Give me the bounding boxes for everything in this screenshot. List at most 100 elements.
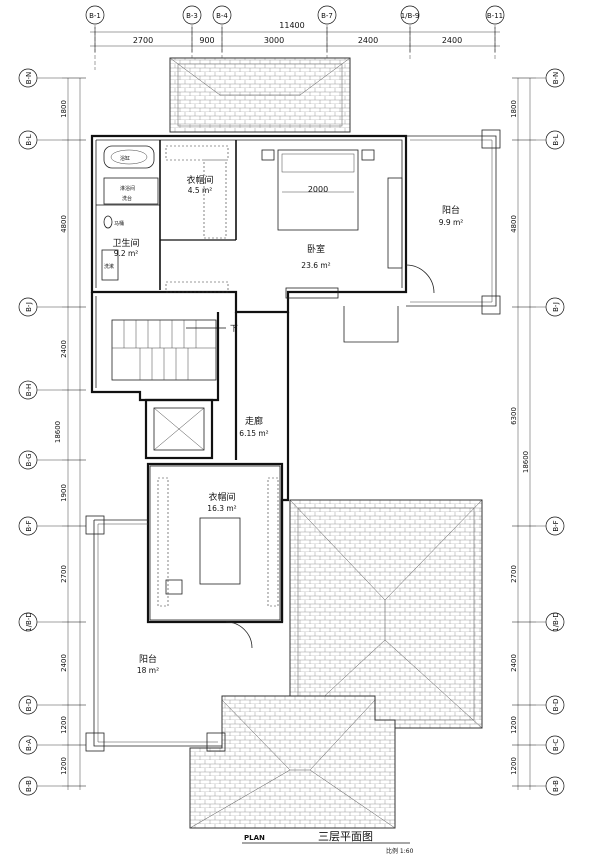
left-dimension-chain: 1800 4800 2400 18600 1900 2700 2400 1200… [54, 77, 86, 790]
svg-text:B-D: B-D [25, 699, 33, 712]
axis-bubble-right-4: B-F [536, 516, 565, 536]
svg-text:B-L: B-L [552, 134, 560, 145]
bathroom-name: 卫生间 [112, 237, 139, 249]
axis-bubble-left-6: B-F [18, 516, 62, 536]
shower-label: 淋浴间 [120, 185, 135, 192]
closet-large-area: 16.3 m² [207, 504, 236, 513]
west-balcony [85, 515, 253, 752]
interior-partitions [96, 140, 237, 293]
svg-text:B-D: B-D [552, 699, 560, 712]
left-dim-5: 2700 [60, 565, 68, 583]
corridor-area: 6.15 m² [239, 429, 268, 438]
axis-bubble-top-5: 1/B-9 [400, 5, 420, 60]
scale-label: 比例 1:60 [386, 847, 414, 855]
svg-text:B-J: B-J [25, 302, 33, 312]
axis-bubble-right-6: B-D [536, 695, 565, 715]
corridor-name: 走廊 [245, 415, 263, 427]
axis-bubble-right-5: 1/B-D [536, 612, 565, 632]
svg-text:B-C: B-C [552, 739, 560, 751]
left-axis-bubbles: B-N B-L B-J B-H B-G B-F 1/B-D B-D B-A B-… [18, 68, 62, 796]
svg-text:1/B-9: 1/B-9 [401, 12, 420, 20]
svg-text:B-L: B-L [25, 134, 33, 145]
axis-bubble-left-2: B-L [18, 130, 62, 150]
left-dim-total: 18600 [54, 421, 62, 443]
right-axis-bubbles: B-N B-L B-J B-F 1/B-D B-D B-C B-B [536, 68, 565, 796]
balcony-east-area: 9.9 m² [439, 218, 464, 227]
top-dim-4: 2400 [358, 36, 378, 45]
axis-bubble-top-2: B-3 [182, 5, 202, 60]
axis-bubble-top-6: B-11 [485, 5, 505, 60]
right-dimension-chain: 1800 4800 6300 18600 2700 2400 1200 1200 [510, 77, 536, 790]
axis-bubble-top-4: B-7 [317, 5, 337, 60]
svg-text:1/B-D: 1/B-D [552, 612, 560, 632]
axis-bubble-right-1: B-N [536, 68, 565, 88]
svg-text:B-N: B-N [552, 72, 560, 85]
svg-text:B-F: B-F [25, 520, 33, 531]
left-dim-8: 1200 [60, 757, 68, 775]
left-dim-1: 1800 [60, 100, 68, 118]
top-dim-1: 2700 [133, 36, 153, 45]
closet-small-name: 衣帽间 [186, 174, 213, 186]
right-roof [289, 499, 483, 729]
axis-bubble-left-5: B-G [18, 450, 62, 470]
vanity-label: 洗漱 [104, 263, 114, 270]
closet-large-name: 衣帽间 [208, 491, 235, 503]
top-total-dimension: 11400 [279, 21, 304, 30]
svg-text:B-A: B-A [25, 739, 33, 751]
top-dim-5: 2400 [442, 36, 462, 45]
bath-label: 浴缸 [120, 155, 130, 162]
right-dim-6: 1200 [510, 716, 518, 734]
right-dim-2: 4800 [510, 215, 518, 233]
balcony-east-name: 阳台 [442, 204, 460, 216]
right-dim-5: 2400 [510, 654, 518, 672]
closet-island [157, 477, 279, 607]
plan-label: PLAN [244, 834, 265, 842]
bedroom-name: 卧室 [307, 243, 325, 255]
axis-bubble-left-10: B-B [18, 776, 62, 796]
toilet-label: 马桶 [114, 220, 124, 227]
bed-dimension: 2000 [308, 185, 328, 194]
left-dim-4: 1900 [60, 484, 68, 502]
bathroom-fixtures: 淋浴间 洗台 浴缸 马桶 洗漱 [101, 145, 159, 281]
svg-text:B-H: B-H [25, 384, 33, 397]
svg-text:B-N: B-N [25, 72, 33, 85]
closet-small-area: 4.5 m² [188, 186, 213, 195]
right-dim-7: 1200 [510, 757, 518, 775]
left-dim-2: 4800 [60, 215, 68, 233]
svg-text:B-7: B-7 [321, 12, 333, 20]
axis-bubble-right-2: B-L [536, 130, 565, 150]
axis-bubble-left-8: B-D [18, 695, 62, 715]
axis-bubble-top-3: B-4 [212, 5, 232, 60]
axis-bubble-left-1: B-N [18, 68, 62, 88]
title-block: PLAN 三层平面图 比例 1:60 [242, 830, 414, 855]
top-dim-3: 3000 [264, 36, 284, 45]
svg-text:1/B-D: 1/B-D [25, 612, 33, 632]
stair-down-label: 下 [230, 324, 238, 333]
axis-bubble-left-7: 1/B-D [18, 612, 62, 632]
room-labels: 衣帽间 4.5 m² 卫生间 9.2 m² 2000 卧室 23.6 m² 阳台… [112, 174, 463, 675]
svg-text:B-1: B-1 [89, 12, 101, 20]
left-dim-6: 2400 [60, 654, 68, 672]
axis-bubble-right-8: B-B [536, 776, 565, 796]
right-dim-4: 2700 [510, 565, 518, 583]
left-dim-3: 2400 [60, 340, 68, 358]
svg-text:B-3: B-3 [186, 12, 198, 20]
svg-text:B-J: B-J [552, 302, 560, 312]
top-dimension-chain: 11400 2700 900 3000 2400 2400 [90, 21, 500, 52]
axis-bubble-top-1: B-1 [85, 5, 105, 70]
left-dim-7: 1200 [60, 716, 68, 734]
right-dim-3: 6300 [510, 407, 518, 425]
drawing-title: 三层平面图 [318, 830, 373, 843]
axis-bubble-right-7: B-C [536, 735, 565, 755]
svg-text:B-B: B-B [25, 780, 33, 792]
exterior-walls [90, 134, 408, 624]
svg-text:B-4: B-4 [216, 12, 228, 20]
sink-label: 洗台 [122, 195, 132, 202]
right-dim-1: 1800 [510, 100, 518, 118]
balcony-west-area: 18 m² [137, 666, 159, 675]
bedroom-area: 23.6 m² [301, 261, 330, 270]
svg-text:B-F: B-F [552, 520, 560, 531]
top-dim-2: 900 [199, 36, 214, 45]
axis-bubble-left-4: B-H [18, 380, 62, 400]
